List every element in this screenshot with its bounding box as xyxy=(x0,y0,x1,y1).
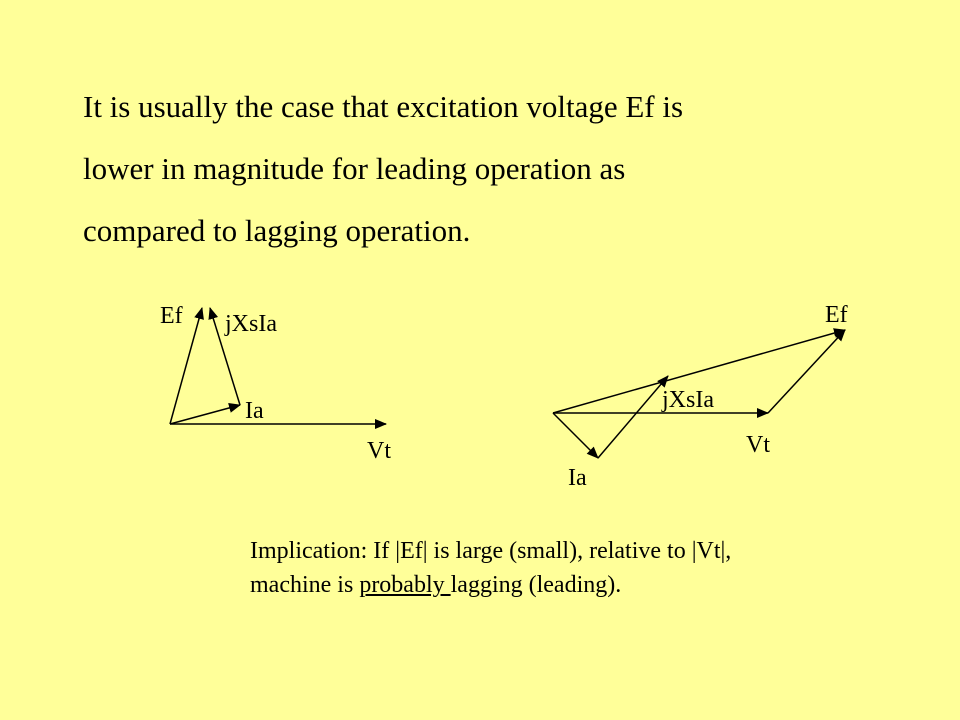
jxsia-label-lagging: jXsIa xyxy=(224,311,277,337)
note-line-2-prefix: machine is xyxy=(250,572,360,598)
note-line-2: machine is probably lagging (leading). xyxy=(250,568,940,602)
lagging-phasor-diagram: Ef jXsIa Ia Vt xyxy=(160,303,391,464)
heading-line-2: lower in magnitude for leading operation… xyxy=(83,151,626,186)
implication-note: Implication: If |Ef| is large (small), r… xyxy=(250,534,940,602)
note-line-1: Implication: If |Ef| is large (small), r… xyxy=(250,538,732,564)
note-line-2-suffix: lagging (leading). xyxy=(450,572,622,598)
note-underlined-word: probably xyxy=(359,572,451,598)
heading-line-3: compared to lagging operation. xyxy=(83,213,471,248)
ia-phasor-lagging xyxy=(169,403,241,425)
jxsia-phasor-lagging xyxy=(208,307,241,406)
ia-label-leading: Ia xyxy=(568,465,587,491)
ef-phasor-leading xyxy=(552,328,846,414)
heading-line-1: It is usually the case that excitation v… xyxy=(83,89,684,124)
ef-label-leading: Ef xyxy=(825,302,848,328)
ia-phasor-leading xyxy=(552,412,599,459)
leading-phasor-diagram: Ef jXsIa Ia Vt xyxy=(552,302,848,491)
ef-label-lagging: Ef xyxy=(160,303,183,329)
ia-label-lagging: Ia xyxy=(245,398,264,424)
jxsia-label-leading: jXsIa xyxy=(661,387,714,413)
jxsia-phasor-vt-leading xyxy=(767,329,846,414)
vt-label-lagging: Vt xyxy=(367,438,391,464)
slide-heading: It is usually the case that excitation v… xyxy=(83,76,903,262)
jxsia-phasor-ia-leading xyxy=(597,375,669,459)
ef-phasor-lagging xyxy=(169,307,204,425)
vt-label-leading: Vt xyxy=(746,432,770,458)
